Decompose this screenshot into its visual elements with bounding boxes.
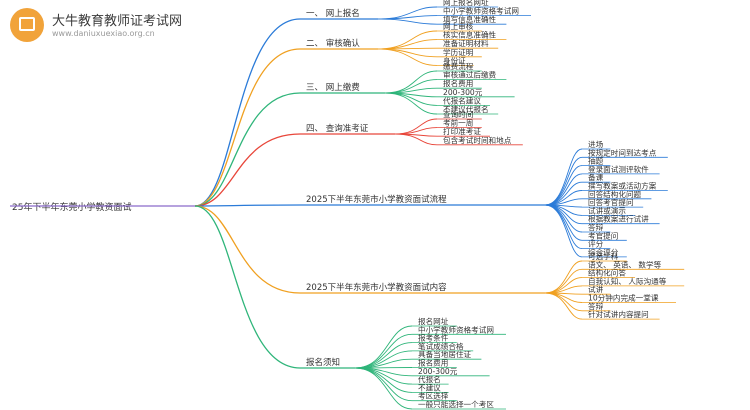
branch-connector [194, 92, 301, 207]
child-label: 考区选择 [418, 391, 449, 401]
child-label: 综合评分 [588, 247, 619, 257]
branch-connector [194, 204, 301, 207]
root-label: 25年下半年东莞小学教资面试 [12, 201, 131, 213]
child-label: 身份证 [443, 55, 466, 65]
child-label: 查询时间 [443, 109, 473, 119]
child-label: 网上报名网址 [443, 0, 489, 7]
child-label: 报考条件 [418, 333, 449, 343]
child-label: 打印准考证 [443, 126, 481, 136]
child-label: 不建议 [418, 382, 441, 392]
child-connector [354, 367, 413, 393]
child-label: 中小学教师资格考试网 [443, 6, 519, 16]
child-label: 200-300元 [418, 367, 458, 376]
child-label: 按规定时间到达考点 [588, 147, 657, 157]
child-label: 答辩 [588, 222, 604, 232]
child-connector [384, 70, 438, 94]
child-label: 核实信息准确性 [443, 30, 497, 40]
child-label: 可选学科 [588, 251, 619, 261]
child-label: 进场 [588, 140, 604, 149]
watermark: 大牛教育教师证考试网 www.daniuxuexiao.org.cn [6, 2, 196, 46]
child-label: 试讲 [588, 284, 604, 294]
branch-label: 2025下半年东莞市小学教资面试内容 [306, 282, 447, 293]
child-label: 代报名 [418, 374, 441, 384]
branch-connector [194, 133, 301, 207]
child-label: 填写信息准确性 [443, 14, 497, 24]
child-label: 考前一周 [443, 118, 473, 128]
child-label: 评分 [588, 240, 604, 249]
branch-connector [194, 205, 301, 294]
child-label: 10分钟内完成一堂课 [588, 293, 659, 303]
child-label: 不建议代报名 [443, 104, 489, 114]
child-label: 结构化问答 [588, 268, 626, 278]
child-label: 缴费流程 [443, 61, 474, 71]
child-connector [544, 260, 583, 294]
branch-connector [194, 205, 301, 369]
branch-connector [194, 48, 301, 207]
child-connector [377, 15, 438, 20]
branch-label: 四、 查询准考证 [306, 123, 369, 134]
child-connector [384, 92, 438, 115]
child-label: 审核通过后缴费 [443, 70, 497, 80]
child-label: 备课 [588, 172, 604, 182]
child-label: 报名费用 [418, 358, 448, 368]
book-logo-icon [10, 8, 44, 42]
child-label: 答辩 [588, 301, 604, 311]
child-connector [394, 133, 438, 146]
child-label: 登录面试测评软件 [588, 164, 649, 174]
child-label: 报名费用 [443, 78, 473, 88]
child-label: 试讲或演示 [588, 205, 626, 215]
child-label: 具备当地居住证 [418, 349, 472, 359]
child-connector [354, 325, 413, 369]
child-label: 一般只能选择一个考区 [418, 399, 494, 409]
child-label: 根据教案进行试讲 [588, 214, 649, 224]
child-connector [544, 156, 583, 206]
child-label: 准备证明材料 [443, 38, 489, 48]
child-label: 抽题 [588, 156, 604, 166]
child-label: 学历证明 [443, 47, 474, 57]
child-label: 200-300元 [443, 88, 483, 97]
child-label: 网上审核 [443, 21, 474, 31]
child-label: 撰写教案或活动方案 [588, 181, 657, 191]
child-label: 自我认知、 人际沟通等 [588, 276, 667, 286]
branch-label: 一、 网上报名 [306, 8, 360, 19]
child-connector [544, 204, 583, 258]
child-connector [377, 48, 438, 66]
branch-label: 二、 审核确认 [306, 38, 360, 49]
child-label: 报名网址 [418, 316, 449, 326]
watermark-title: 大牛教育教师证考试网 [52, 14, 183, 29]
child-label: 回答考官提问 [588, 197, 634, 207]
child-connector [377, 18, 438, 25]
child-label: 回答结构化问题 [588, 189, 642, 199]
child-connector [544, 292, 583, 320]
branch-label: 报名须知 [306, 357, 340, 368]
child-label: 语文、 英语、 数学等 [588, 259, 662, 269]
child-connector [377, 39, 438, 50]
child-label: 中小学教师资格考试网 [418, 324, 494, 334]
child-label: 代报名建议 [443, 95, 481, 105]
branch-connector [194, 18, 301, 207]
child-label: 考官提问 [588, 230, 618, 240]
child-connector [354, 367, 413, 410]
child-label: 针对试讲内容提问 [588, 309, 649, 319]
branch-label: 三、 网上缴费 [306, 82, 360, 93]
child-label: 笔试成绩合格 [418, 341, 464, 351]
branch-label: 2025下半年东莞市小学教资面试流程 [306, 194, 447, 205]
child-label: 包含考试时间和地点 [443, 135, 512, 145]
watermark-url: www.daniuxuexiao.org.cn [52, 29, 155, 38]
